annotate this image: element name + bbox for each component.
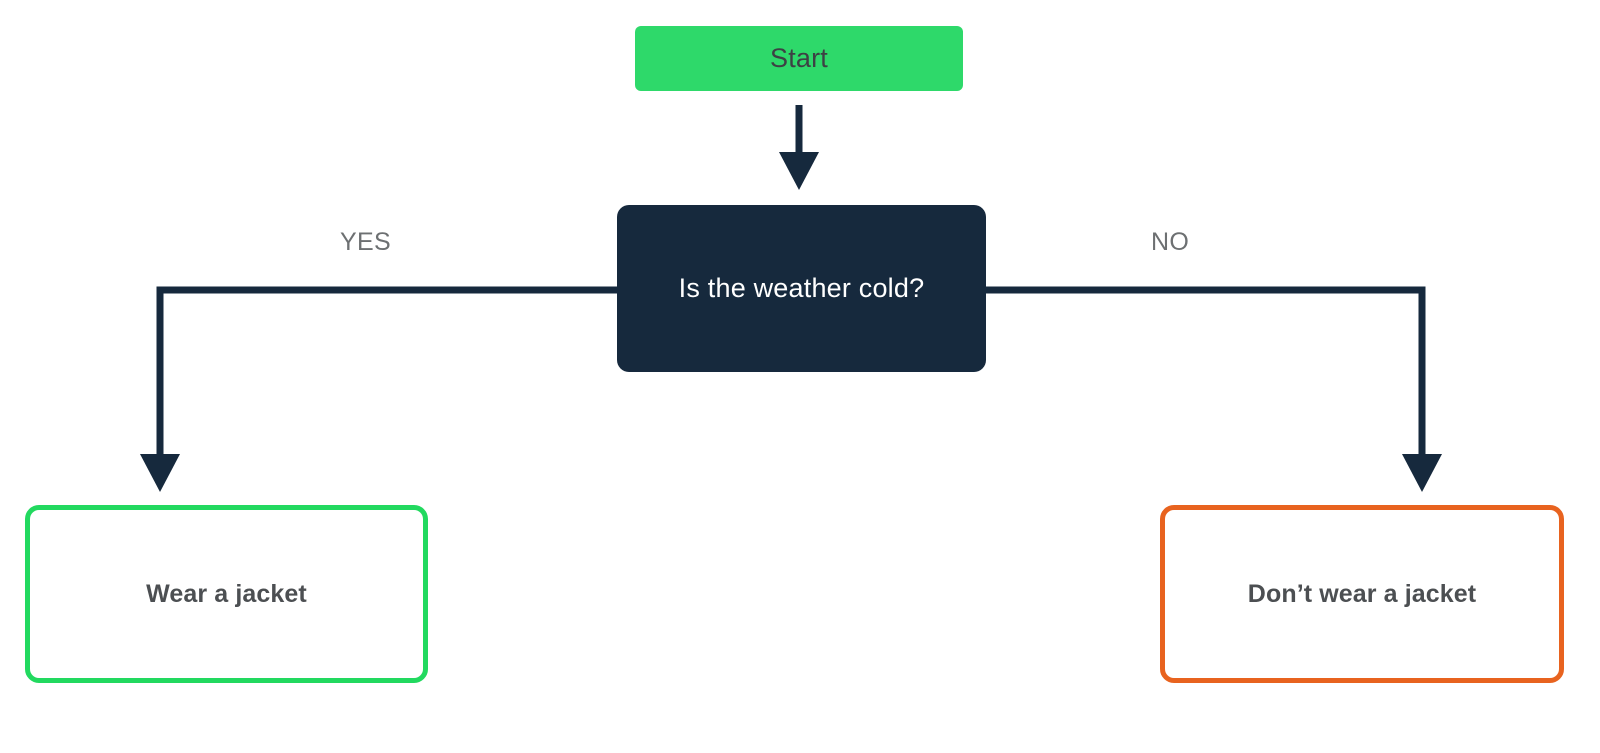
node-start[interactable]: Start (635, 26, 963, 91)
edge-decision-to-yes (140, 286, 617, 492)
edge-decision-to-no (986, 286, 1442, 492)
node-outcome-no[interactable]: Don’t wear a jacket (1160, 505, 1564, 683)
edge-start-to-decision (779, 105, 819, 190)
edge-label-no: NO (1151, 228, 1190, 256)
node-decision-label: Is the weather cold? (678, 273, 925, 303)
node-decision[interactable]: Is the weather cold? (617, 205, 986, 372)
node-outcome-yes[interactable]: Wear a jacket (25, 505, 428, 683)
node-outcome-yes-label: Wear a jacket (146, 579, 307, 608)
node-start-label: Start (769, 43, 829, 73)
node-outcome-no-label: Don’t wear a jacket (1247, 579, 1477, 608)
edge-label-yes: YES (340, 228, 391, 256)
